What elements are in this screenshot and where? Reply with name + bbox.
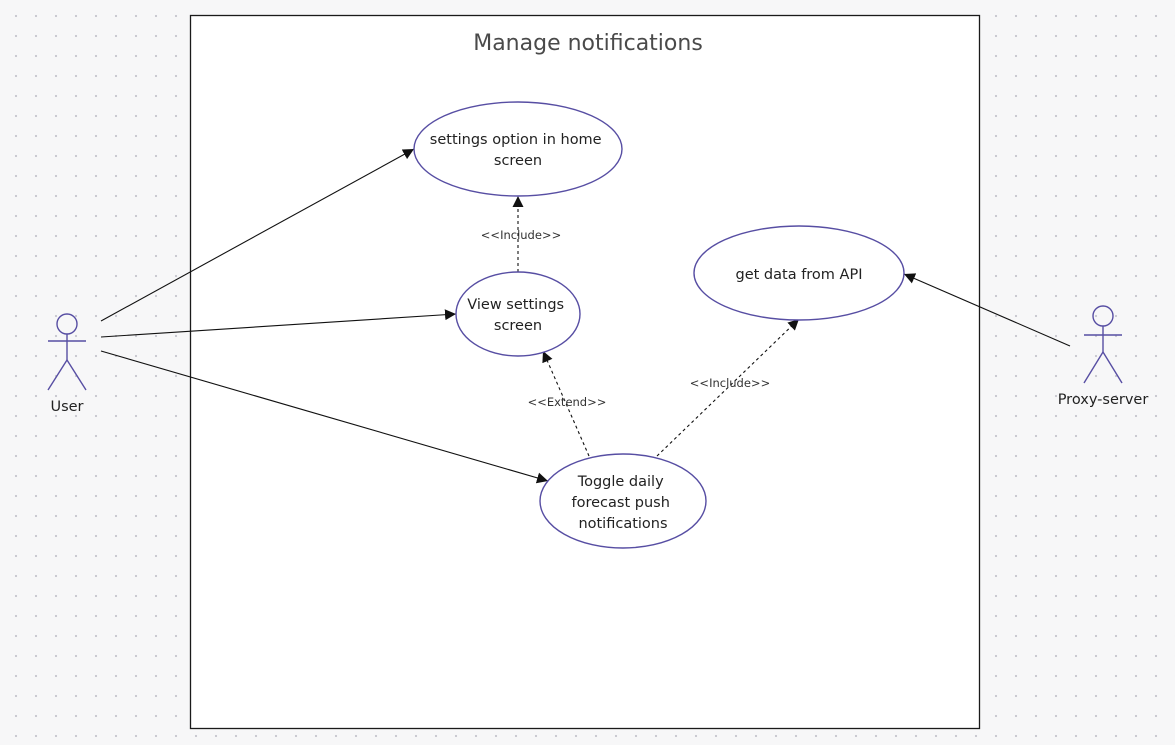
actor-user-icon <box>47 313 87 391</box>
usecase-view-settings-label: View settings screen <box>467 297 568 334</box>
usecase-toggle-forecast-shape <box>539 453 707 549</box>
usecase-view-settings-shape <box>455 271 581 357</box>
actor-proxy-server-label: Proxy-server <box>1058 392 1149 408</box>
actor-user[interactable]: User <box>47 313 87 415</box>
usecase-toggle-forecast-line-2: forecast push <box>572 495 670 511</box>
usecase-view-settings[interactable]: View settings screen <box>455 271 581 357</box>
usecase-settings-option[interactable]: settings option in home screen <box>413 101 623 197</box>
extend-toggle-to-view-settings[interactable] <box>542 350 590 457</box>
association-user-view-settings[interactable] <box>100 309 457 338</box>
actor-proxy-server[interactable]: Proxy-server <box>1058 305 1149 408</box>
actor-user-label: User <box>50 399 83 415</box>
usecase-settings-option-line-2: screen <box>494 153 542 169</box>
usecase-view-settings-line-1: View settings <box>467 297 564 313</box>
usecase-get-data-shape <box>693 225 905 321</box>
usecase-toggle-forecast-line-1: Toggle daily <box>577 474 664 490</box>
association-user-toggle-forecast[interactable] <box>100 350 549 484</box>
extend-label-toggle: <<Extend>> <box>528 395 607 409</box>
usecase-get-data-label: get data from API <box>736 267 863 283</box>
usecase-settings-option-line-1: settings option in home <box>430 132 602 148</box>
usecase-toggle-forecast-label: Toggle daily forecast push notifications <box>572 474 675 532</box>
include-label-api: <<Include>> <box>690 376 770 390</box>
usecase-toggle-forecast[interactable]: Toggle daily forecast push notifications <box>539 453 707 549</box>
include-toggle-to-get-data[interactable] <box>656 318 800 457</box>
usecase-get-data[interactable]: get data from API <box>693 225 905 321</box>
include-label-settings: <<Include>> <box>481 228 561 242</box>
usecase-get-data-line-1: get data from API <box>736 267 863 283</box>
association-proxy-get-data[interactable] <box>903 273 1071 347</box>
usecase-settings-option-shape <box>413 101 623 197</box>
usecase-settings-option-label: settings option in home screen <box>430 132 606 169</box>
usecase-toggle-forecast-line-3: notifications <box>578 516 667 532</box>
association-user-settings-option[interactable] <box>100 148 415 322</box>
actor-proxy-server-icon <box>1083 305 1123 384</box>
usecase-view-settings-line-2: screen <box>494 318 542 334</box>
system-title: Manage notifications <box>473 31 703 56</box>
